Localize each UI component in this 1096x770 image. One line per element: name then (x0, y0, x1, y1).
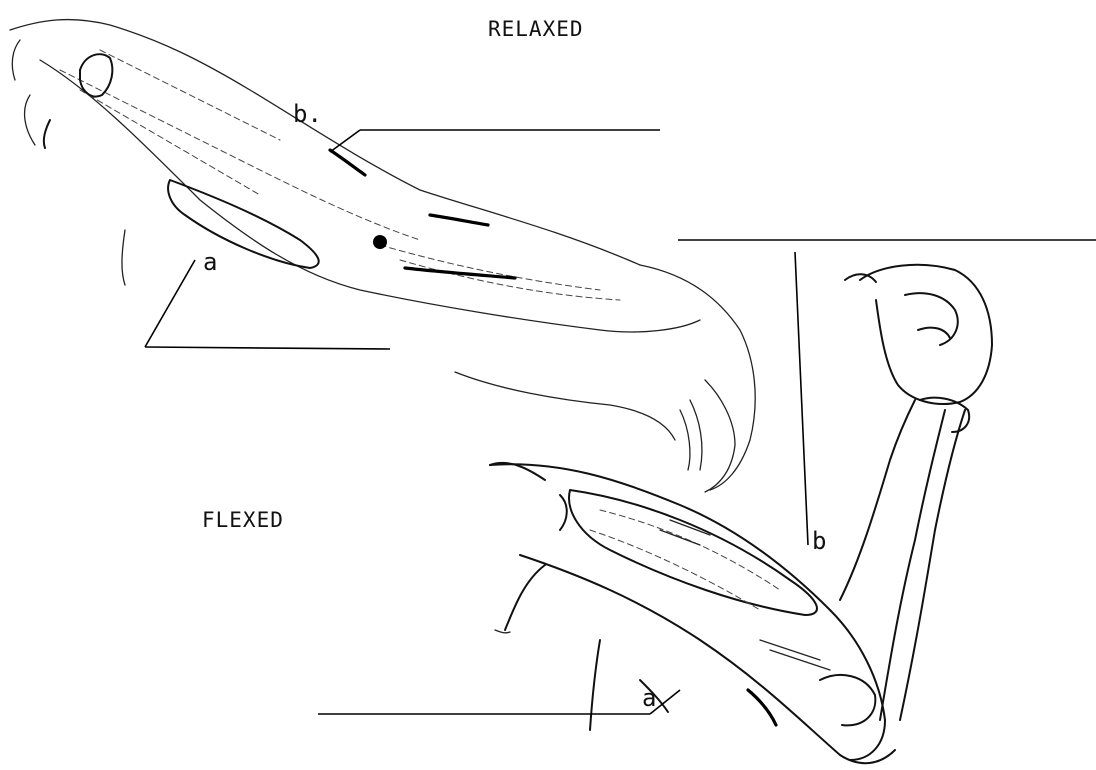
flexed-label-b: b (812, 527, 826, 555)
relaxed-a-leader-diag (145, 260, 195, 347)
flexed-label-a: a (642, 684, 656, 712)
relaxed-arm-drawing (10, 20, 755, 492)
flexed-b-leader-vert (795, 252, 808, 545)
relaxed-leaders (145, 130, 1096, 349)
relaxed-label-a: a (203, 248, 217, 276)
relaxed-label-b: b. (293, 100, 322, 128)
relaxed-title: RELAXED (488, 17, 584, 41)
flexed-arm-drawing (490, 265, 992, 763)
relaxed-a-leader-horiz (145, 347, 390, 349)
flexed-title: FLEXED (202, 508, 284, 532)
